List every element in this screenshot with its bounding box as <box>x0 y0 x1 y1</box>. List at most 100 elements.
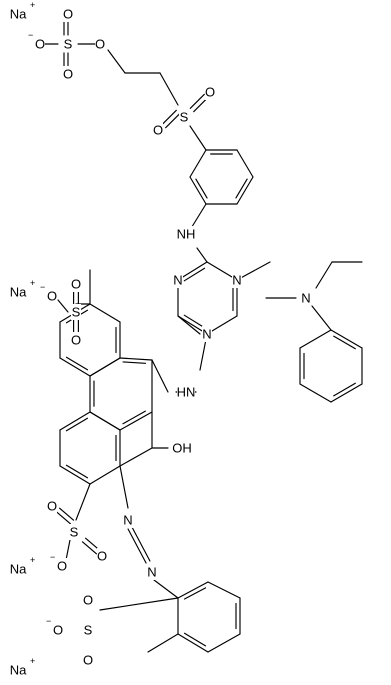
sodium-ion-3: Na <box>10 562 27 577</box>
single-bond <box>147 633 179 653</box>
sulfonyl-double-bond <box>193 97 209 113</box>
phenyl-ring-n-inner-bond <box>333 382 356 397</box>
naphthalene-right-ring-inner-bond <box>122 361 147 364</box>
oxygen-sulfonyl-right-mask <box>205 84 215 100</box>
oxygen-sulfonate-upper-anion: O <box>47 289 57 304</box>
single-bond <box>151 359 169 393</box>
single-bond <box>311 305 332 331</box>
phenyl-ring-n-bond <box>330 329 363 349</box>
single-bond <box>177 315 201 335</box>
nitrogen-azo-2: N <box>147 565 156 580</box>
sulfur-sulfonate-upper: S <box>72 305 81 320</box>
benzene-ring-lower-inner-bond <box>183 587 207 600</box>
single-bond <box>65 539 71 561</box>
oxygen-sulfonate-lower-2: O <box>97 549 107 564</box>
oxygen-sulfonate-bottom-1: O <box>83 593 93 608</box>
naphthalene-upper-ring-bond <box>89 357 121 377</box>
sulfonyl-double-bond <box>55 511 72 525</box>
naphthalene-lower-ring-bond <box>59 411 91 431</box>
nitrogen-triazine-3-mask <box>173 272 183 288</box>
naphthalene-lower-ring-bond <box>89 411 121 431</box>
sodium-ion-1: Na <box>10 7 27 22</box>
oxygen-sulfate-anion: O <box>35 37 45 52</box>
benzene-ring-upper-bond <box>236 149 254 178</box>
azo-double-bond <box>131 526 151 562</box>
single-bond <box>189 125 207 151</box>
nitrogen-azo-2-mask <box>147 564 157 580</box>
benzene-ring-lower-bond <box>177 581 209 599</box>
hydroxyl-group: OH <box>172 441 192 456</box>
oxygen-sulfate-ester: O <box>95 37 105 52</box>
oxygen-sulfonate-bottom-anion: O <box>53 623 63 638</box>
phenyl-ring-n-bond <box>299 329 332 349</box>
charge-plus-2: + <box>30 278 35 288</box>
amine-hn-naphthalene-mask <box>177 384 195 400</box>
benzene-ring-upper-bond <box>236 176 254 205</box>
sulfur-sulfonyl-mask <box>179 109 189 125</box>
sulfur-sulfonate-bottom-mask <box>83 622 93 638</box>
hydroxyl-group-mask <box>173 440 191 456</box>
oxygen-sulfate-bottom-mask <box>63 66 73 82</box>
oxygen-sulfate-bottom: O <box>63 67 73 82</box>
oxygen-sulfonate-bottom-1-mask <box>83 592 93 608</box>
sulfur-sulfonate-lower-mask <box>69 524 79 540</box>
naphthalene-upper-ring-bond <box>89 303 121 323</box>
single-bond <box>196 247 208 263</box>
nitrogen-triazine-2: N <box>202 327 211 342</box>
oxygen-sulfonyl-right: O <box>205 85 215 100</box>
oxygen-sulfate-ester-mask <box>95 36 105 52</box>
charge-minus-upper: − <box>40 282 45 292</box>
sulfonyl-double-bond <box>58 507 75 521</box>
sulfonyl-double-bond <box>81 541 98 555</box>
oxygen-sulfonate-upper-2: O <box>71 333 81 348</box>
oxygen-sulfate-top-mask <box>63 6 73 22</box>
single-bond <box>236 261 271 281</box>
oxygen-sulfonate-bottom-anion-mask <box>53 622 63 638</box>
charge-minus-sulfate: − <box>28 30 33 40</box>
naphthalene-upper-ring-bond <box>59 357 91 377</box>
single-bond <box>119 465 129 509</box>
benzene-ring-lower-inner-bond <box>183 632 207 647</box>
phenyl-ring-n-bond <box>299 383 332 403</box>
oxygen-sulfonyl-left-mask <box>153 122 163 138</box>
single-bond <box>159 72 179 106</box>
sulfur-sulfonate-bottom: S <box>84 623 93 638</box>
single-bond <box>315 261 333 289</box>
oxygen-sulfonate-lower-anion: O <box>57 559 67 574</box>
benzene-ring-upper-inner-bond <box>195 178 208 199</box>
oxygen-sulfonate-lower-2-mask <box>97 548 107 564</box>
triazine-ring-inner-bond <box>183 314 206 329</box>
sulfur-sulfonyl: S <box>180 110 189 125</box>
benzene-ring-lower-bond <box>207 581 241 599</box>
nitrogen-triazine-3: N <box>173 273 182 288</box>
sulfonyl-double-bond <box>189 93 205 109</box>
oxygen-sulfonate-bottom-2: O <box>83 653 93 668</box>
naphthalene-right-ring-bond <box>119 357 153 361</box>
nitrogen-azo-1: N <box>123 513 132 528</box>
charge-plus-1: + <box>30 0 35 10</box>
oxygen-sulfonate-lower-1-mask <box>47 498 57 514</box>
sodium-ion-4: Na <box>10 663 27 678</box>
single-bond <box>189 203 207 231</box>
nitrogen-triazine-2-mask <box>202 326 212 342</box>
benzene-ring-upper-inner-bond <box>235 178 248 199</box>
oxygen-sulfonate-bottom-2-mask <box>83 652 93 668</box>
single-bond <box>99 597 179 611</box>
atom-label-layer: Na+Na+Na+Na+OSOO−OSOONHNNNNHNOHSOOO−SOOO… <box>10 0 311 678</box>
triazine-ring-inner-bond <box>183 267 206 282</box>
azo-double-bond <box>127 528 147 564</box>
sulfur-sulfate: S <box>64 37 73 52</box>
oxygen-sulfate-top: O <box>63 7 73 22</box>
naphthalene-lower-ring-inner-bond <box>65 417 89 432</box>
single-bond <box>119 447 153 467</box>
naphthalene-lower-ring-bond <box>59 465 91 485</box>
naphthalene-right-ring-bond <box>119 411 153 431</box>
oxygen-sulfate-anion-mask <box>35 36 45 52</box>
sodium-ion-2: Na <box>10 285 27 300</box>
nitrogen-ethylanilino: N <box>301 291 310 306</box>
benzene-ring-lower-bond <box>177 633 209 653</box>
sulfur-sulfonate-upper-mask <box>71 304 81 320</box>
sulfonyl-double-bond <box>165 113 181 129</box>
benzene-ring-lower-bond <box>207 633 241 653</box>
